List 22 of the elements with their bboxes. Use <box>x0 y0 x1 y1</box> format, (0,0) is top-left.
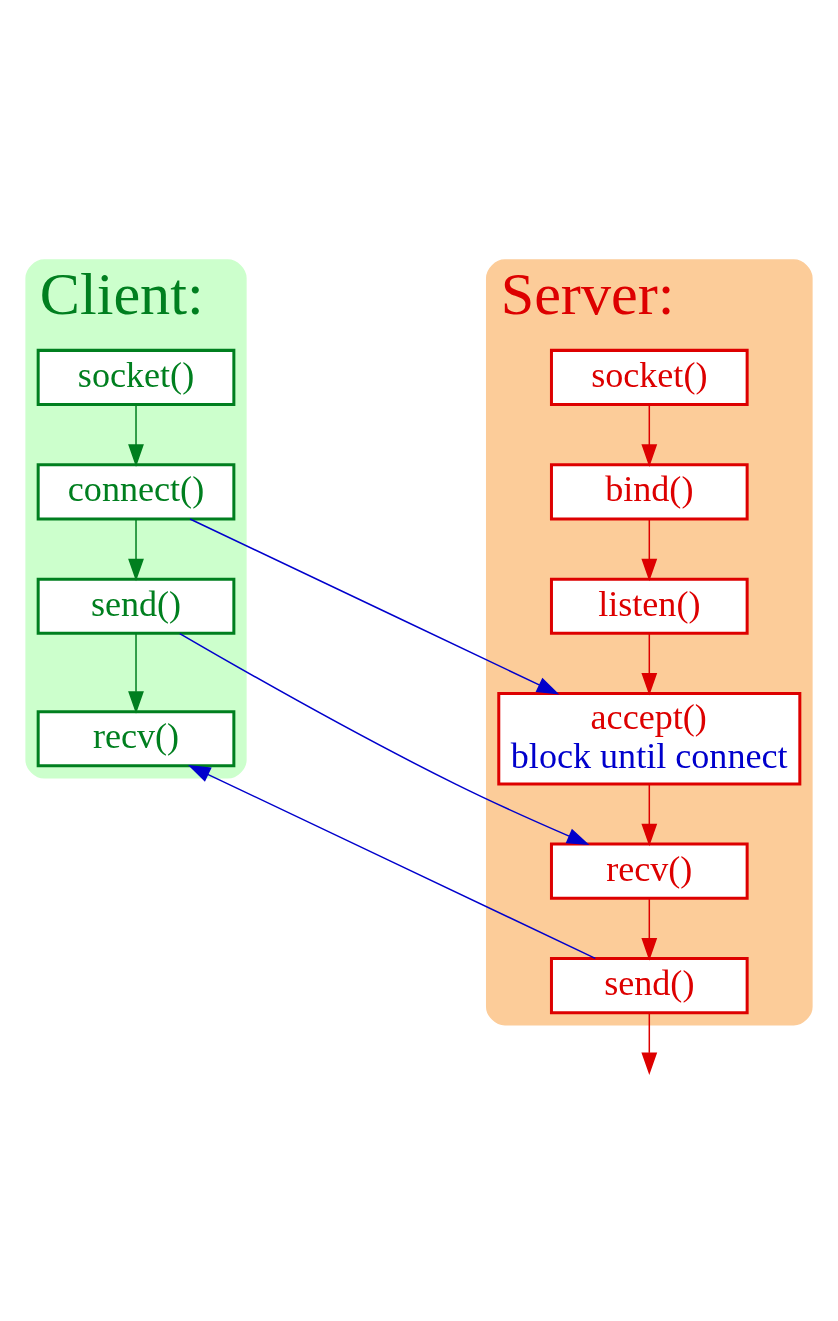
node-box: connect() <box>36 462 236 520</box>
arrow <box>189 517 560 694</box>
node-box: recv() <box>549 842 749 900</box>
arrow <box>128 517 144 581</box>
node-box: send() <box>549 956 749 1014</box>
node-box: recv() <box>36 709 236 767</box>
arrow <box>641 1011 658 1075</box>
node-box: accept() block until connect <box>497 691 802 785</box>
node-box: send() <box>36 577 236 635</box>
arrow <box>641 782 658 846</box>
node-box: socket() <box>36 348 236 406</box>
arrow <box>128 632 144 714</box>
arrow <box>641 403 658 467</box>
arrow <box>641 517 658 581</box>
arrow <box>641 632 658 695</box>
node-box: listen() <box>549 577 749 635</box>
arrow <box>179 632 590 845</box>
node-box: socket() <box>549 348 749 406</box>
arrow <box>641 897 658 961</box>
node-box: bind() <box>549 462 749 520</box>
arrow <box>187 764 597 959</box>
arrow <box>128 403 144 467</box>
